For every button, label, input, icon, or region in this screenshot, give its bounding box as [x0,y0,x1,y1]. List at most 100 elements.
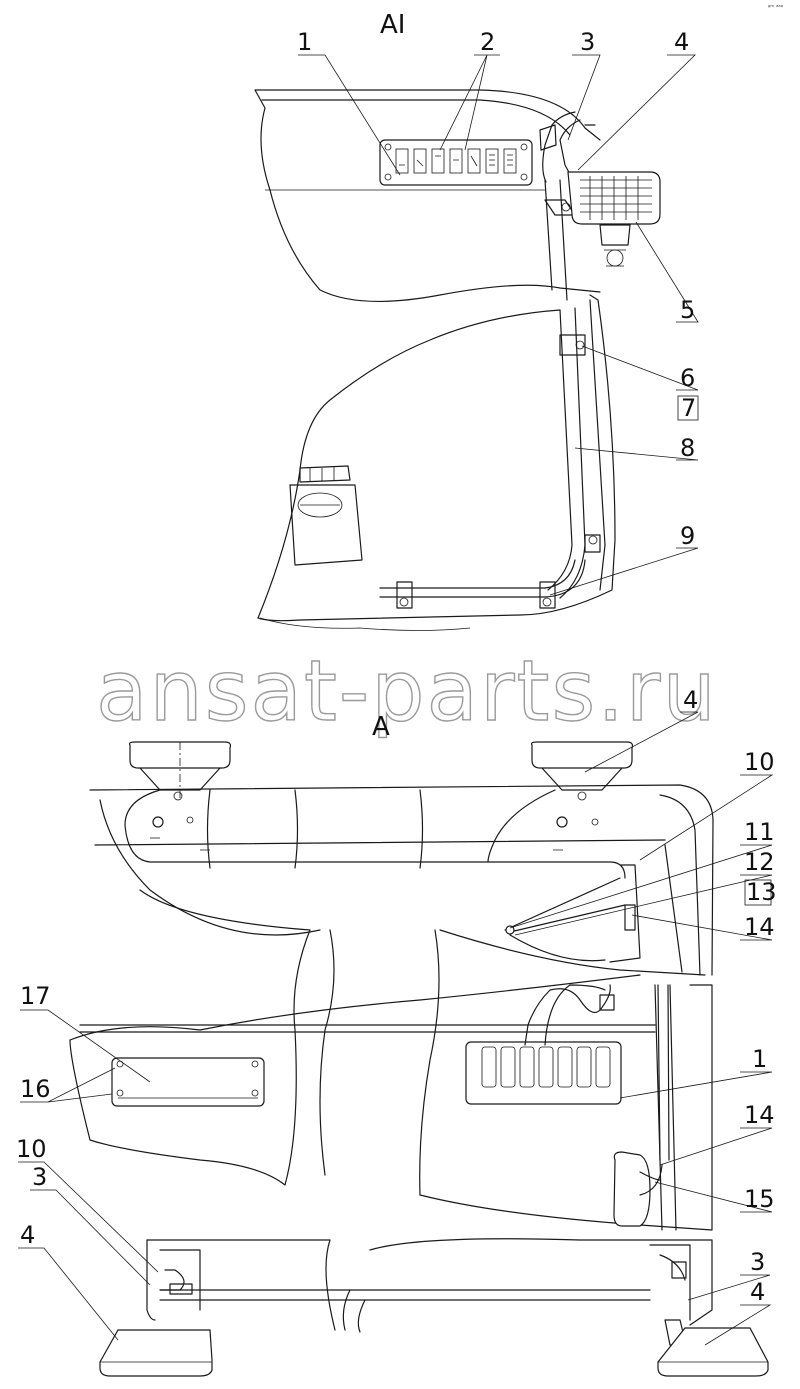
roof-break-lines [206,789,424,869]
torn-fragment-mid [319,929,335,1176]
console-knob [297,492,343,518]
callout-b-10: 10 [744,748,775,776]
leader-6 [581,345,699,391]
callout-b-4a: 4 [20,1221,35,1249]
switch-b-5 [557,1046,573,1088]
leader-8 [574,447,699,461]
leader-b-16 [20,1067,116,1103]
torn-edge-right [439,929,706,976]
leader-1 [298,54,401,176]
panel-screw-1 [384,143,392,151]
leader-b-4a [18,1247,119,1341]
leader-b-10b [18,1161,159,1273]
view-label-a: A [372,712,390,742]
leader-2 [439,54,500,151]
connector-top [539,124,557,151]
roof-wiring-left [124,789,626,879]
leader-b-14a [631,914,773,941]
roof-small-marks [150,837,563,851]
corner-mark: ᵍᵐ ᵃᵃᵃ [768,4,783,11]
panel-screw-4 [520,173,528,181]
blank-panel [111,1057,265,1107]
harness-clamp-2 [539,581,556,609]
callout-b-10b: 10 [16,1135,47,1163]
roof-connector-right [556,816,568,828]
watermark: ansat-parts.ru [96,642,718,740]
leader-b-12 [514,874,773,936]
bracket-screw [561,202,571,212]
callout-13-box [744,879,772,906]
leader-b-11 [509,844,773,929]
door-frame-post-2 [559,307,586,599]
panel-connector [599,994,615,1011]
roof-stud-left [186,816,194,824]
lamp-grid [580,176,652,220]
callout-8: 8 [680,434,695,462]
lower-left-connector [169,1283,193,1295]
lower-harness [159,1289,651,1301]
clamp-upper [559,334,586,356]
blank-panel-screw-3 [251,1060,259,1068]
callout-b-4: 4 [683,686,698,714]
callout-b-15: 15 [744,1185,775,1213]
callout-b-17: 17 [20,982,51,1010]
roof-wiring-right [487,789,556,863]
cabin-base-line [259,617,471,631]
lower-lamp-right [657,1327,769,1377]
roof-lamp-left-bolt [173,791,183,801]
lower-right-connector [671,1261,687,1279]
wiper-arm [504,877,626,933]
view-label-ai: AI [380,10,405,40]
lamp-mount-bolt [606,249,624,267]
switch-7 [503,148,517,174]
switch-b-2 [500,1046,516,1088]
work-lamp [567,171,661,267]
leader-b-17 [20,1009,151,1083]
callout-3: 3 [580,28,595,56]
panel-wires-1 [524,984,611,1046]
switch-4 [449,148,463,174]
leader-5 [635,221,699,323]
callout-7-box [677,395,699,421]
switch-3 [431,148,445,174]
dash-top-edge [79,1024,656,1033]
leader-9 [549,547,699,596]
lower-lamp-left [99,1329,213,1377]
lamp-mount [599,224,631,246]
leader-b-3b [687,1274,771,1301]
switch-panel-bottom-body [465,1041,622,1105]
lower-left-bracket [146,1239,201,1321]
lower-break [342,1289,366,1333]
switch-b-3 [519,1046,535,1088]
side-lamp-cable-tube [657,984,670,1161]
horizontal-harness [379,587,546,598]
callout-b-12: 12 [744,848,775,876]
callout-b-14a: 14 [744,913,775,941]
lower-right-bracket [649,1244,691,1321]
torn-fragment-left [69,889,311,1186]
cabin-roof-outline [254,89,601,303]
roof-connector-left [152,816,164,828]
leader-b-15 [654,1181,773,1213]
wiper-clamp [624,904,636,931]
harness-clamp-1 [396,581,413,609]
switch-2 [413,148,427,174]
switch-panel-top [379,139,533,186]
leader-b-4b [704,1304,772,1346]
upper-pillar [544,179,568,301]
blank-panel-body [111,1057,265,1107]
callout-5: 5 [680,296,695,324]
lower-cabin-outline [146,1238,713,1331]
switch-panel-bottom [465,1041,622,1105]
leader-3 [567,54,601,141]
lower-left-loop [159,1269,185,1291]
switch-panel-body [379,139,533,186]
cable-upper-2 [559,119,581,179]
callout-b-3a: 3 [32,1163,47,1191]
leader-b-4 [584,711,699,773]
lamp-mount-lines [604,249,626,267]
leader-b-1 [619,1071,773,1099]
roof-corner-post [659,794,701,976]
callout-1: 1 [297,28,312,56]
roof-lamp-right-lens [530,741,634,769]
